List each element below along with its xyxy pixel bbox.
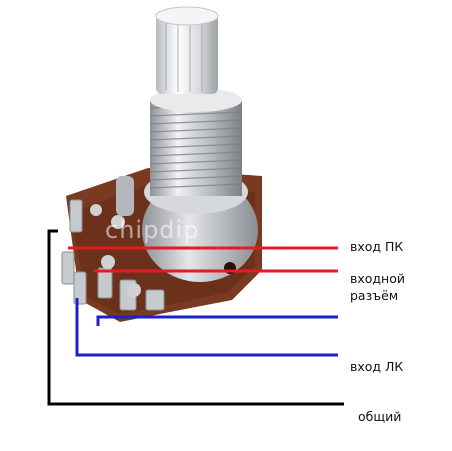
housing-tab xyxy=(116,176,134,216)
label-input-right-channel: вход ПК xyxy=(350,239,404,254)
label-common-ground: общий xyxy=(358,409,402,424)
threaded-bushing xyxy=(150,100,242,196)
label-input-jack-line2: разъём xyxy=(350,288,399,303)
blue-wire-left-channel xyxy=(75,298,338,357)
blue-wire-jack xyxy=(96,315,338,326)
watermark-text: chipdip xyxy=(105,216,200,244)
shaft xyxy=(156,14,218,94)
terminals xyxy=(61,199,165,311)
label-input-left-channel: вход ЛК xyxy=(350,359,404,374)
label-input-jack-line1: входной xyxy=(350,271,405,286)
black-wire-common xyxy=(47,229,344,406)
